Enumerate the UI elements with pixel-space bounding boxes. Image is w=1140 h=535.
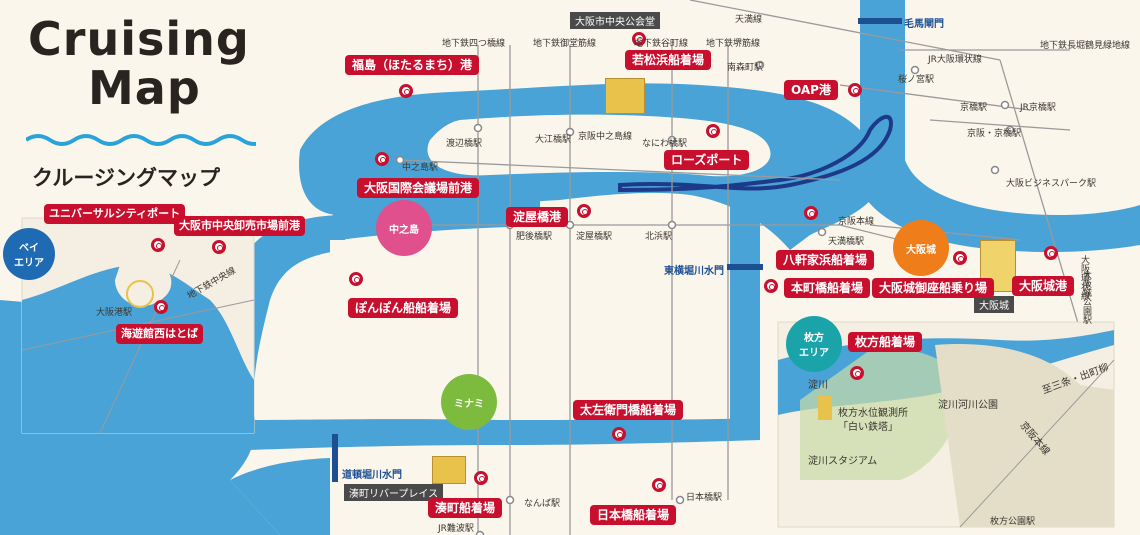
rail-lines xyxy=(380,0,1081,535)
station-osakako: 大阪港駅 xyxy=(96,308,133,318)
station-oebashi: 大江橋駅 xyxy=(535,135,572,145)
port-nipponbashi[interactable]: 日本橋船着場 xyxy=(590,505,677,525)
station-obp: 大阪ビジネスパーク駅 xyxy=(1006,179,1097,189)
port-universal[interactable]: ユニバーサルシティポート xyxy=(44,204,186,224)
lifebuoy-icon xyxy=(953,251,967,265)
port-honmachibashi[interactable]: 本町橋船着場 xyxy=(784,278,871,298)
line-tanimachi: 地下鉄谷町線 xyxy=(634,39,689,49)
bay-area-badge[interactable]: ベイ エリア xyxy=(3,228,55,280)
port-oap[interactable]: OAP港 xyxy=(784,80,838,100)
higashi-yokobori-gate-mark xyxy=(727,264,763,270)
lifebuoy-icon xyxy=(848,83,862,97)
station-kitahama: 北浜駅 xyxy=(645,232,673,242)
line-midosuji: 地下鉄御堂筋線 xyxy=(533,39,597,49)
lifebuoy-icon xyxy=(804,206,818,220)
station-hirakatakoen: 枚方公園駅 xyxy=(990,517,1036,527)
page-title: Cruising Map xyxy=(28,14,250,112)
station-namba: なんば駅 xyxy=(524,499,561,509)
line-jr-loop: JR大阪環状線 xyxy=(928,55,982,65)
port-ponpon[interactable]: ぽんぽん船船着場 xyxy=(348,298,459,318)
station-nakanoshima: 中之島駅 xyxy=(402,163,439,173)
station-sakuranomiya: 桜ノ宮駅 xyxy=(898,75,935,85)
port-kokusai[interactable]: 大阪国際会議場前港 xyxy=(357,178,480,198)
station-kyobashi: 京橋駅 xyxy=(960,103,988,113)
lifebuoy-icon xyxy=(154,300,168,314)
lifebuoy-icon xyxy=(706,124,720,138)
lifebuoy-icon xyxy=(577,204,591,218)
lifebuoy-icon xyxy=(375,152,389,166)
hirakata-area-badge[interactable]: 枚方 エリア xyxy=(786,316,842,372)
riverplace-building-icon xyxy=(432,456,466,484)
station-jr-kyobashi: JR京橋駅 xyxy=(1020,103,1056,113)
port-rosepoint[interactable]: ローズポート xyxy=(664,150,750,170)
kema-gate-mark xyxy=(858,18,902,24)
line-yotsubashi: 地下鉄四つ橋線 xyxy=(442,39,506,49)
line-naniwa-nakanoshima: 京阪中之島線 xyxy=(578,132,633,142)
station-nipponbashi: 日本橋駅 xyxy=(686,493,723,503)
label-kasenkoen: 淀川河川公園 xyxy=(938,400,998,411)
port-fukushima[interactable]: 福島（ほたるまち）港 xyxy=(345,55,480,75)
label-stadium: 淀川スタジアム xyxy=(808,456,878,467)
label-yodogawa: 淀川 xyxy=(808,380,828,391)
osaka-castle-icon xyxy=(980,240,1016,292)
lifebuoy-icon xyxy=(850,366,864,380)
title-line2: Map xyxy=(88,61,201,115)
lifebuoy-icon xyxy=(212,240,226,254)
dotonbori-gate-mark xyxy=(332,434,338,482)
dotonbori-gate-label: 道頓堀川水門 xyxy=(342,470,402,481)
port-kaiyukan[interactable]: 海遊館西はとば xyxy=(116,324,203,344)
koukaido-building-icon xyxy=(605,78,645,114)
line-sakaisuji: 地下鉄堺筋線 xyxy=(706,39,761,49)
lifebuoy-icon xyxy=(612,427,626,441)
kema-gate-label: 毛馬閘門 xyxy=(904,19,944,30)
lifebuoy-icon xyxy=(151,238,165,252)
lifebuoy-icon xyxy=(652,478,666,492)
station-yodoyabashi: 淀屋橋駅 xyxy=(576,232,613,242)
line-tenma: 天満線 xyxy=(735,15,763,25)
station-watanabebashi: 渡辺橋駅 xyxy=(446,139,483,149)
port-hachikenya[interactable]: 八軒家浜船着場 xyxy=(776,250,875,270)
port-shijo[interactable]: 大阪市中央卸売市場前港 xyxy=(174,216,305,236)
page-subtitle: クルージングマップ xyxy=(32,166,220,190)
label-kankoujo: 枚方水位観測所 xyxy=(838,408,908,419)
lifebuoy-icon xyxy=(764,279,778,293)
port-yodoyabashi[interactable]: 淀屋橋港 xyxy=(506,207,569,227)
lifebuoy-icon xyxy=(474,471,488,485)
lifebuoy-icon xyxy=(1044,246,1058,260)
ferris-wheel-icon xyxy=(126,280,154,308)
station-osakajokoen: 大阪城公園駅 xyxy=(1081,270,1091,324)
wave-decoration xyxy=(26,134,256,146)
riverplace-label: 湊町リバープレイス xyxy=(344,484,444,501)
port-wakamatsuhama[interactable]: 若松浜船着場 xyxy=(625,50,712,70)
minami-circle[interactable]: ミナミ xyxy=(441,374,497,430)
station-keihan-kyobashi: 京阪・京橋駅 xyxy=(967,129,1022,139)
line-keihan: 京阪本線 xyxy=(838,217,875,227)
lifebuoy-icon xyxy=(349,272,363,286)
station-higobashi: 肥後橋駅 xyxy=(516,232,553,242)
nakanoshima-circle[interactable]: 中之島 xyxy=(376,200,432,256)
lifebuoy-icon xyxy=(399,84,413,98)
port-tazaemon[interactable]: 太左衛門橋船着場 xyxy=(573,400,684,420)
station-dots xyxy=(395,60,1075,535)
port-minatomachi[interactable]: 湊町船着場 xyxy=(428,498,503,518)
station-minamimorimachi: 南森町駅 xyxy=(727,63,764,73)
osakajo-circle[interactable]: 大阪城 xyxy=(893,220,949,276)
white-tower-icon xyxy=(818,396,832,420)
station-tenmabashi: 天満橋駅 xyxy=(828,237,865,247)
title-line1: Cruising xyxy=(28,12,250,66)
line-nagahori: 地下鉄長堀鶴見緑地線 xyxy=(1040,41,1131,51)
cruise-route xyxy=(618,114,893,193)
osakajo-tag: 大阪城 xyxy=(974,296,1014,313)
label-shirotetto: 「白い鉄塔」 xyxy=(838,422,898,433)
higashi-yokobori-gate-label: 東横堀川水門 xyxy=(664,266,724,277)
station-jr-namba: JR難波駅 xyxy=(438,524,474,534)
lifebuoy-icon xyxy=(632,32,646,46)
koukaido-label: 大阪市中央公会堂 xyxy=(570,12,660,29)
port-osakajo[interactable]: 大阪城港 xyxy=(1012,276,1075,296)
port-hirakata[interactable]: 枚方船着場 xyxy=(848,332,923,352)
line-jr-east: 大阪環状線 xyxy=(1079,255,1089,300)
station-naniwabashi: なにわ橋駅 xyxy=(642,139,688,149)
port-osakajo-gozabune[interactable]: 大阪城御座船乗り場 xyxy=(872,278,995,298)
